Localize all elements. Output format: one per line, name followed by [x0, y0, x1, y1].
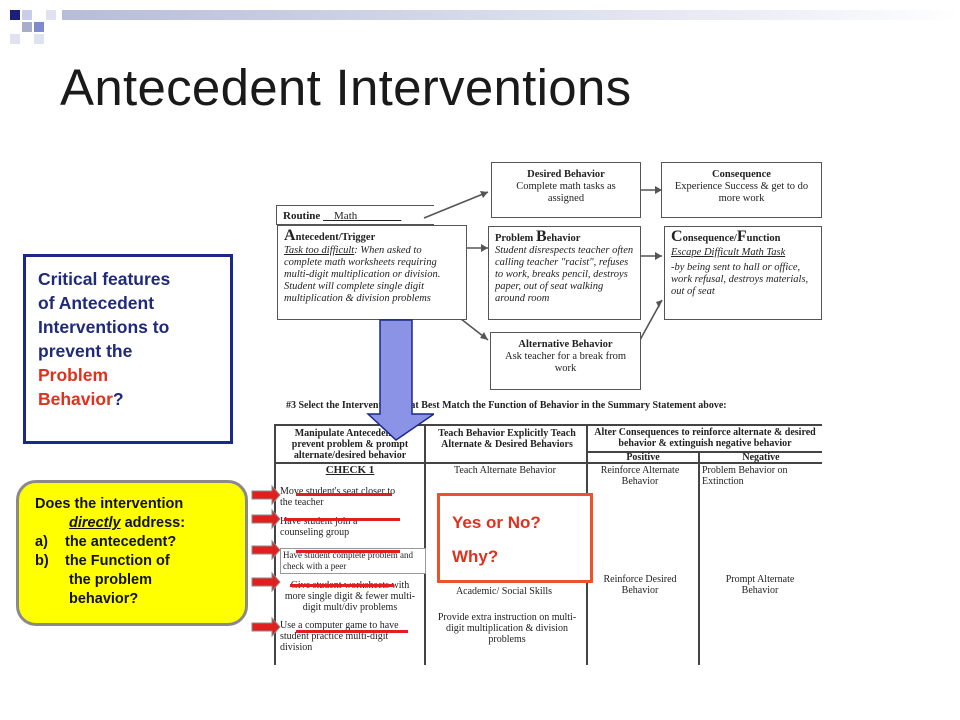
antecedent-text: : When asked to complete math worksheets… [284, 245, 441, 304]
problem-behavior-extinction: Problem Behavior on Extinction [702, 465, 788, 487]
question-directly: directly [69, 515, 121, 531]
yes-no-callout: Yes or No? Why? [437, 493, 593, 583]
red-line-3 [296, 550, 400, 553]
routine-value: __Math________ [323, 210, 402, 222]
col1-header: Manipulate Antecedent to prevent problem… [291, 428, 409, 461]
table-top-line [274, 424, 822, 426]
col3-header: Alter Consequences to reinforce alternat… [594, 427, 816, 449]
table-subheader-line [586, 451, 822, 453]
yes-no-line-1: Yes or No? [452, 513, 541, 532]
problem-behavior-box: Problem Behavior Student disrespects tea… [488, 226, 641, 320]
consequence-function-text: -by being sent to hall or office, work r… [671, 262, 809, 297]
deco-square-light [22, 10, 32, 20]
question-line-1: Does the intervention [35, 496, 184, 512]
desired-heading: Desired Behavior [527, 169, 605, 180]
table-header-line [274, 462, 822, 464]
reinforce-alternate-behavior: Reinforce Alternate Behavior [600, 465, 680, 487]
routine-box-border [276, 205, 434, 225]
consequence-big-f: F [736, 228, 747, 245]
consequence-text: Experience Success & get to do more work [674, 181, 809, 204]
question-a-text: the antecedent? [65, 534, 177, 550]
alternative-heading: Alternative Behavior [518, 339, 613, 350]
consequence-function-box: Consequence/Function Escape Difficult Ma… [664, 226, 822, 320]
check-1-label: CHECK 1 [325, 464, 375, 476]
question-b-text: the Function of [65, 553, 170, 569]
reinforce-desired-behavior: Reinforce Desired Behavior [603, 574, 677, 596]
critical-red-2: Behavior [38, 389, 113, 409]
critical-line-4: prevent the [38, 341, 133, 361]
red-line-1 [296, 493, 392, 496]
select-interventions-line: #3 Select the Interventions that Best Ma… [286, 400, 727, 411]
desired-behavior-box: Desired Behavior Complete math tasks as … [491, 162, 641, 218]
question-b-text-3: behavior? [69, 591, 139, 607]
antecedent-trigger-underlined: Task too difficult [284, 245, 355, 256]
table-col-line-3 [698, 451, 700, 665]
col2-header: Teach Behavior Explicitly Teach Alternat… [438, 428, 576, 450]
intervention-item-2: Have student join a counseling group [280, 516, 358, 538]
intervention-table: Manipulate Antecedent to prevent problem… [274, 424, 822, 665]
consequence-heading-mid: onsequence/ [682, 233, 737, 244]
red-arrows [251, 484, 281, 638]
critical-line-3: Interventions to [38, 317, 170, 337]
critical-features-callout: Critical features of Antecedent Interven… [23, 254, 233, 444]
academic-social-skills: Academic/ Social Skills [455, 586, 553, 597]
consequence-heading-post: unction [746, 233, 781, 244]
teach-alternate-behavior: Teach Alternate Behavior [453, 465, 557, 476]
problem-heading-post: ehavior [546, 233, 581, 244]
routine-label: Routine __Math________ [283, 210, 401, 222]
antecedent-big-letter: A [284, 227, 296, 244]
critical-qmark: ? [112, 389, 124, 409]
antecedent-box: Antecedent/Trigger Task too difficult: W… [277, 225, 467, 320]
question-line-2-post: address: [120, 515, 186, 531]
red-line-2 [284, 518, 400, 521]
question-b-text-2: the problem [69, 572, 152, 588]
slide-title: Antecedent Interventions [60, 59, 632, 116]
question-a-label: a) [35, 534, 48, 550]
header-gradient-bar [62, 10, 960, 20]
consequence-heading: Consequence [712, 169, 771, 180]
prompt-alternate-behavior: Prompt Alternate Behavior [725, 574, 795, 596]
consequence-big-c: C [671, 228, 683, 245]
table-col-line-1 [424, 424, 426, 665]
deco-square-blue [34, 22, 44, 32]
negative-header: Negative [742, 452, 780, 463]
deco-square-pale [46, 10, 56, 20]
problem-heading-pre: Problem [495, 233, 536, 244]
consequence-box: Consequence Experience Success & get to … [661, 162, 822, 218]
positive-header: Positive [626, 452, 660, 463]
deco-square-pale3 [10, 34, 20, 44]
consequence-function-underlined: Escape Difficult Math Task [671, 247, 786, 258]
alternative-text: Ask teacher for a break from work [505, 351, 626, 374]
red-line-4 [290, 584, 394, 587]
critical-red-1: Problem [38, 365, 109, 385]
problem-text: Student disrespects teacher often callin… [495, 245, 634, 304]
antecedent-heading: ntecedent/Trigger [295, 232, 376, 243]
intervention-question-callout: Does the intervention directly address: … [16, 480, 248, 626]
desired-text: Complete math tasks as assigned [516, 181, 616, 204]
critical-line-1: Critical features [38, 269, 171, 289]
deco-square-gray [22, 22, 32, 32]
routine-label-text: Routine [283, 210, 321, 222]
deco-square-pale2 [34, 34, 44, 44]
down-arrow [366, 319, 434, 441]
deco-square-navy [10, 10, 20, 20]
problem-big-letter: B [535, 228, 547, 245]
question-b-label: b) [35, 553, 49, 569]
critical-line-2: of Antecedent [38, 293, 155, 313]
red-line-5 [296, 630, 408, 633]
provide-extra-instruction: Provide extra instruction on multi-digit… [437, 612, 577, 645]
yes-no-line-2: Why? [452, 547, 499, 566]
alternative-behavior-box: Alternative Behavior Ask teacher for a b… [490, 332, 641, 390]
intervention-item-1: Move student's seat closer to the teache… [280, 486, 396, 508]
intervention-item-5: Use a computer game to have student prac… [280, 620, 399, 653]
